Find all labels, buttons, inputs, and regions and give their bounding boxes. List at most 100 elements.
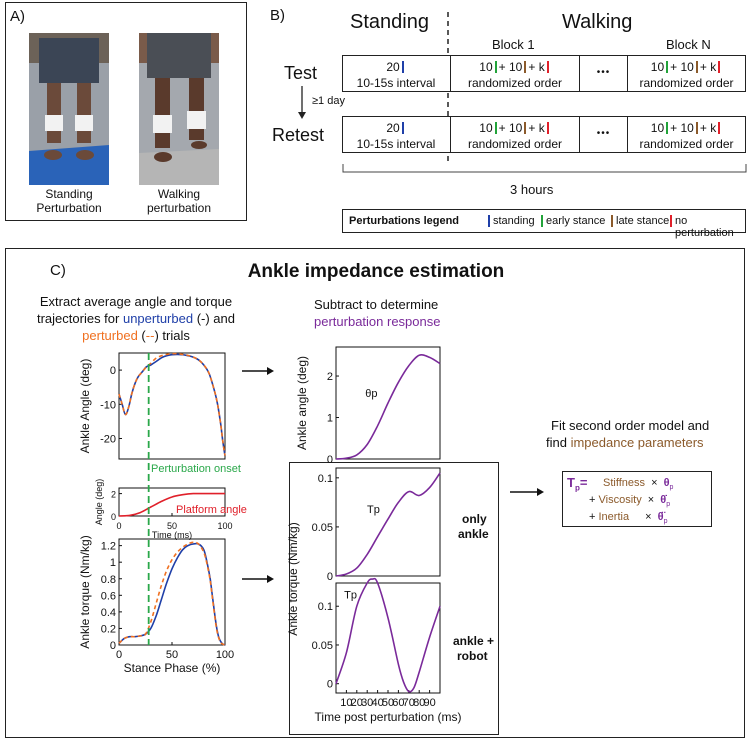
ankle-torque-ylabel: Ankle torque (Nm/kg) xyxy=(78,535,92,648)
model-term-inertia: + Inertia × θ̈p xyxy=(589,511,668,525)
theta-symbol: θ xyxy=(663,477,670,489)
tp-ankle-annotation: Tp xyxy=(367,504,380,516)
ankle-torque-xtick-label: 100 xyxy=(216,649,234,661)
ankle-robot-line2: robot xyxy=(457,649,488,663)
theta-ddot-symbol: θ̈ xyxy=(657,511,664,523)
ankle-torque-ytick-label: 0.4 xyxy=(101,607,116,619)
legend-no-perturbation-swatch xyxy=(670,215,672,227)
duration-bracket xyxy=(342,164,747,173)
theta-dot-subscript: p xyxy=(666,501,671,509)
step1-line2-suffix: (-) and xyxy=(193,311,235,326)
early-stance-mark xyxy=(494,122,497,134)
between-sessions-label: ≥1 day xyxy=(312,95,345,107)
response-torque-robot-xtick-label: 40 xyxy=(371,697,383,709)
retest-ellipsis-cell: ••• xyxy=(579,117,627,152)
standing-photo-image xyxy=(29,33,109,185)
walk-count-2: + 10 xyxy=(670,60,694,74)
response-torque-robot-xtick-label: 20 xyxy=(351,697,363,709)
legend-standing-swatch xyxy=(488,215,490,227)
torque-symbol: T xyxy=(567,475,575,490)
platform-angle-series-platform-angle xyxy=(118,492,225,517)
step1-line1: Extract average angle and torque xyxy=(39,294,233,309)
walk-count-k: + k xyxy=(528,60,545,74)
ankle-angle-ytick-label: -10 xyxy=(100,399,116,411)
unperturbed-label: unperturbed xyxy=(122,311,194,326)
no-perturbation-mark xyxy=(546,61,549,73)
early-stance-mark xyxy=(666,122,669,134)
ankle-torque-frame xyxy=(118,538,226,646)
no-perturbation-mark xyxy=(546,122,549,134)
platform-angle-label: Platform angle xyxy=(176,504,247,516)
response-angle-ylabel: Ankle angle (deg) xyxy=(295,356,309,450)
standing-photo xyxy=(29,33,109,185)
theta-subscript: p xyxy=(669,484,674,492)
late-stance-mark xyxy=(524,122,527,134)
ankle-torque-series-perturbed xyxy=(118,541,226,646)
step1-line3-open: ( xyxy=(137,328,146,343)
ankle-torque-ytick-label: 0.2 xyxy=(101,623,116,635)
platform-angle-xtick-label: 50 xyxy=(167,521,177,531)
test-label: Test xyxy=(284,63,318,83)
theta-ddot-subscript: p xyxy=(663,518,668,526)
step1-line2-prefix: trajectories for xyxy=(36,311,123,326)
torque-response-frame xyxy=(289,462,499,735)
test-sequence-row: 20 10-15s interval 10 + 10 + k randomized … xyxy=(342,55,746,92)
step2-line1: Subtract to determine xyxy=(314,297,439,312)
ankle-angle-ytick-label: -20 xyxy=(100,433,116,445)
walk-count-1: 10 xyxy=(650,121,665,135)
impedance-parameters-label: impedance parameters xyxy=(570,435,704,450)
ellipsis: ••• xyxy=(596,128,611,139)
times-sign: × xyxy=(647,494,655,506)
ankle-angle-ylabel: Ankle Angle (deg) xyxy=(78,359,92,454)
legend-late-stance-label: late stance xyxy=(616,215,670,227)
legend-early-stance-label: early stance xyxy=(546,215,606,227)
step1-line3-suffix: ) trials xyxy=(154,328,190,343)
response-torque-robot-series-tp xyxy=(335,577,441,693)
legend-early-stance-swatch xyxy=(541,215,543,227)
ankle-torque-xlabel: Stance Phase (%) xyxy=(124,661,221,675)
standing-interval: 10-15s interval xyxy=(356,76,436,90)
walk-count-k: + k xyxy=(699,60,717,74)
ankle-angle-frame xyxy=(118,352,226,460)
ankle-angle-series-perturbed xyxy=(118,352,226,456)
randomized-label: randomized order xyxy=(467,76,563,90)
walk-count-2: + 10 xyxy=(498,121,523,135)
response-angle-frame xyxy=(335,346,441,460)
inertia-label: Inertia xyxy=(598,511,630,523)
platform-angle-ytick-label: 2 xyxy=(111,490,116,500)
tp-robot-annotation: Tp xyxy=(344,589,357,601)
shared-torque-ylabel: Ankle torque (Nm/kg) xyxy=(286,522,300,635)
walking-photo xyxy=(139,33,219,185)
late-stance-mark xyxy=(524,61,527,73)
response-torque-robot-xtick-label: 60 xyxy=(392,697,404,709)
response-angle-ytick-label: 1 xyxy=(327,413,333,425)
test-ellipsis-cell: ••• xyxy=(579,56,627,91)
response-torque-robot-ytick-label: 0.05 xyxy=(312,640,333,652)
retest-sequence-row: 20 10-15s interval 10+ 10+ k randomized … xyxy=(342,116,746,153)
step2-line2: perturbation response xyxy=(314,314,441,329)
walk-count-2: + 10 xyxy=(670,121,694,135)
early-stance-mark xyxy=(666,61,669,73)
step3-line2: find impedance parameters xyxy=(546,436,704,449)
response-torque-robot-xtick-label: 80 xyxy=(413,697,425,709)
ankle-torque-series-unperturbed xyxy=(118,542,226,646)
ankle-torque-ytick-label: 0.8 xyxy=(101,574,116,586)
test-standing-cell: 20 10-15s interval xyxy=(342,56,451,91)
walk-count-1: 10 xyxy=(479,60,493,74)
response-torque-robot-xtick-label: 10 xyxy=(340,697,352,709)
plus-sign: + xyxy=(589,511,596,523)
retest-block-1-cell: 10+ 10+ k randomized order xyxy=(450,117,579,152)
torque-subscript: p xyxy=(574,483,580,493)
late-stance-mark xyxy=(695,61,698,73)
randomized-label: randomized order xyxy=(639,137,734,151)
model-equation-box: Tp= Stiffness × θp + Viscosity × θ̇p + I… xyxy=(562,471,712,527)
down-arrow-icon xyxy=(298,86,306,119)
model-term-stiffness: Stiffness × θp xyxy=(603,477,673,491)
test-block-n-cell: 10+ 10+ k randomized order xyxy=(627,56,745,91)
legend-title: Perturbations legend xyxy=(349,215,460,227)
panel-c: C) Ankle impedance estimation Extract av… xyxy=(5,248,745,738)
standing-caption-2: Perturbation xyxy=(36,201,102,215)
response-torque-ankle-ytick-label: 0.1 xyxy=(318,473,333,485)
response-torque-ankle-frame xyxy=(335,467,441,577)
standing-mark xyxy=(401,122,404,134)
